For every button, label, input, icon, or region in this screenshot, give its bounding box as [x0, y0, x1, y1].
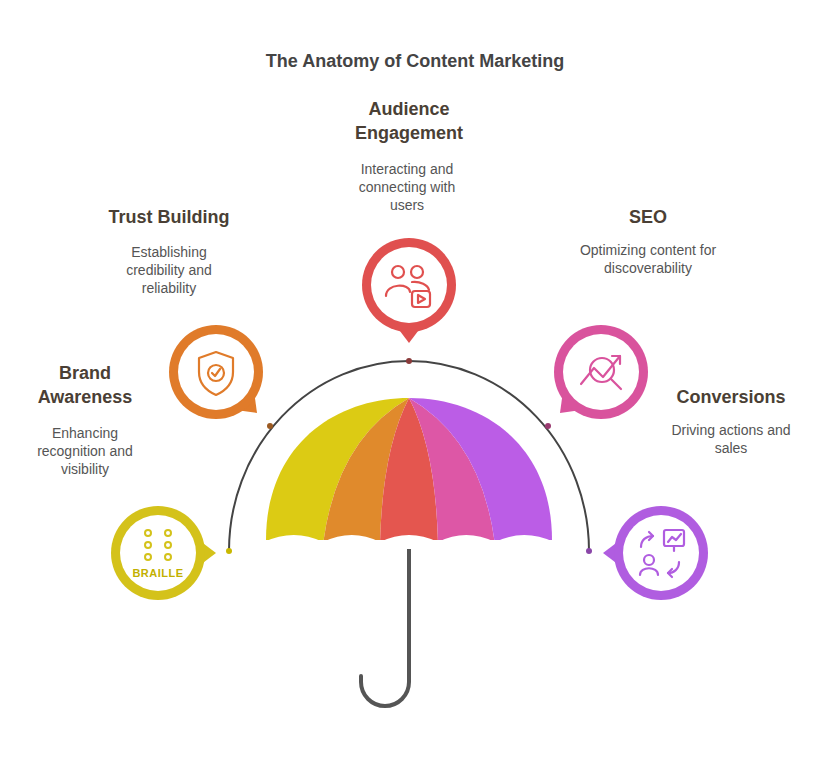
circle-outline [613, 505, 709, 601]
node-description: Interacting and connecting with users [347, 160, 467, 214]
circle-inner [120, 515, 196, 591]
icon-circle-node: Audience EngagementInteracting and conne… [361, 237, 457, 333]
icon-circle-node: SEOOptimizing content for discoverabilit… [553, 324, 649, 420]
node-heading: Trust Building [84, 205, 254, 229]
shield-icon [199, 352, 233, 395]
seo-icon [581, 356, 621, 389]
node-heading: Audience Engagement [344, 97, 474, 145]
arc-dot [545, 423, 551, 429]
canopy-scallops [250, 535, 570, 549]
icon-circle-node: Brand AwarenessEnhancing recognition and… [110, 505, 206, 601]
node-heading: Conversions [656, 385, 806, 409]
braille-icon [145, 530, 171, 560]
conversion-icon [640, 530, 684, 577]
diagram-title: The Anatomy of Content Marketing [0, 50, 830, 72]
arc-dot [586, 548, 592, 554]
circle-ring [614, 506, 708, 600]
circle-inner [623, 515, 699, 591]
node-heading: SEO [598, 205, 698, 229]
circle-outline [361, 237, 457, 333]
circle-outline [168, 324, 264, 420]
circle-ring [111, 506, 205, 600]
arc-dot [267, 423, 273, 429]
circle-inner [178, 334, 254, 410]
node-description: Optimizing content for discoverability [578, 241, 718, 277]
node-description: Enhancing recognition and visibility [26, 424, 144, 478]
umbrella-canopy [200, 398, 620, 545]
audience-icon [386, 266, 430, 307]
icon-circle-node: ConversionsDriving actions and sales [613, 505, 709, 601]
arc-dot [226, 548, 232, 554]
icon-circle-node: Trust BuildingEstablishing credibility a… [168, 324, 264, 420]
node-heading: Brand Awareness [25, 361, 145, 409]
circle-inner [371, 247, 447, 323]
circle-ring [169, 325, 263, 419]
node-description: Establishing credibility and reliability [109, 243, 229, 297]
circle-ring [554, 325, 648, 419]
circle-ring [362, 238, 456, 332]
node-description: Driving actions and sales [661, 421, 801, 457]
circle-outline [110, 505, 206, 601]
arc-dot [406, 358, 412, 364]
circle-inner [563, 334, 639, 410]
circle-outline [553, 324, 649, 420]
icon-label: BRAILLE [132, 567, 183, 580]
